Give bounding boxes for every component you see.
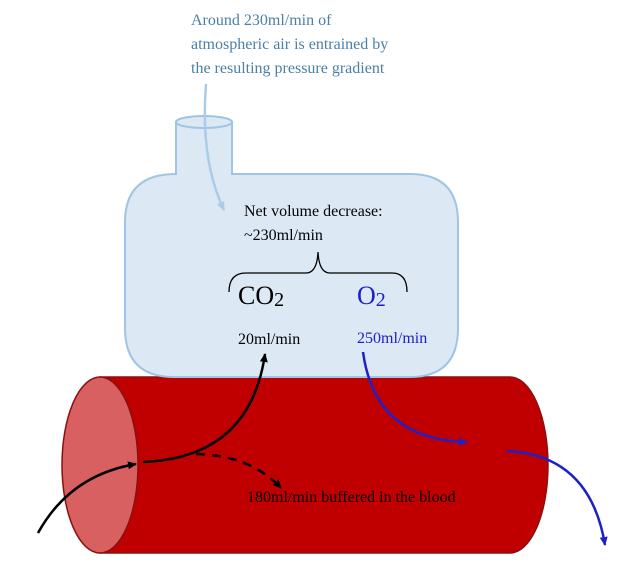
vessel-end-face (61, 376, 139, 554)
net-volume-label: Net volume decrease: ~230ml/min (244, 203, 387, 244)
co2-label: CO2 (238, 281, 284, 311)
annotation-line-1: Around 230ml/min of (191, 12, 332, 29)
o2-arrow-onward (506, 449, 608, 546)
buffered-label: 180ml/min buffered in the blood (247, 489, 456, 506)
net-volume-line-2: ~230ml/min (244, 227, 323, 244)
air-entrainment-arrow (203, 83, 226, 211)
co2-rate: 20ml/min (238, 331, 300, 348)
o2-arrow-into-blood (361, 351, 468, 446)
co2-arrow-entry (36, 461, 137, 534)
annotation-line-3: the resulting pressure gradient (191, 60, 385, 77)
co2-symbol: CO (238, 281, 274, 310)
container-body (124, 121, 459, 378)
co2-arrow-to-container (142, 353, 268, 464)
co2-buffered-arrow (195, 452, 282, 489)
o2-symbol: O (357, 281, 376, 310)
blood-vessel (61, 376, 549, 554)
o2-subscript: 2 (376, 289, 386, 311)
o2-rate: 250ml/min (357, 330, 427, 347)
vessel-body (99, 376, 549, 554)
annotation-line-2: atmospheric air is entrained by (191, 36, 388, 53)
co2-subscript: 2 (274, 289, 284, 311)
annotation-text: Around 230ml/min of atmospheric air is e… (191, 12, 392, 77)
gas-brace (228, 251, 408, 293)
net-volume-line-1: Net volume decrease: (244, 203, 383, 220)
o2-label: O2 (357, 281, 386, 311)
